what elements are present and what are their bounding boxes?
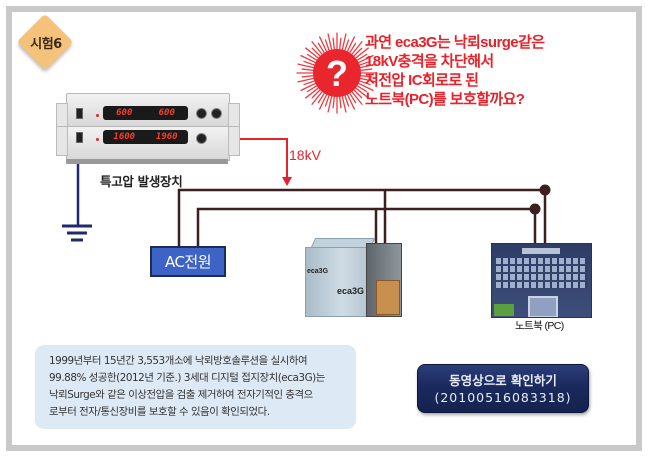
touchpad <box>528 296 558 317</box>
notebook-pc-image <box>491 243 592 318</box>
generator-label: 특고압 발생장치 <box>100 174 183 189</box>
watch-video-label: 동영상으로 확인하기 <box>449 372 557 388</box>
ground-symbol-icon <box>62 224 92 242</box>
rack-ear <box>56 103 68 127</box>
question-line: 과연 eca3G는 낙뢰surge같은 <box>365 34 545 51</box>
indicator-led <box>96 138 99 141</box>
wire-line-inner <box>196 207 537 247</box>
question-line: 18kV충격을 차단해서 <box>365 53 494 70</box>
keyboard-row <box>496 266 587 272</box>
generator-base <box>66 159 228 164</box>
eca-device-body <box>305 247 367 317</box>
upper-display: 600 600 <box>103 106 188 120</box>
eca-logo-side: eca3G <box>307 268 329 275</box>
lower-display: 1600 1960 <box>103 130 188 144</box>
knob <box>211 108 222 119</box>
notebook-label: 노트북 (PC) <box>515 320 564 332</box>
question-burst-icon: ? <box>296 32 378 114</box>
surge-voltage-label: 18kV <box>289 147 321 163</box>
question-line: 저전압 IC회로로 된 <box>365 72 479 89</box>
info-line: 99.88% 성공한(2012년 기준.) 3세대 디지털 접지장치(eca3G… <box>49 372 325 384</box>
knob <box>196 133 207 144</box>
keyboard-row <box>496 274 587 280</box>
indicator-led <box>96 114 99 117</box>
keyboard-row <box>496 282 587 288</box>
video-code: (20100516083318) <box>434 389 572 405</box>
keyboard-row <box>496 258 587 264</box>
surge-arrow-icon <box>282 177 292 186</box>
info-line: 낙뢰Surge와 같은 이상전압을 검출 제거하여 전자기적인 충격으 <box>49 389 313 401</box>
info-box: 1999년부터 15년간 3,553개소에 낙뢰방호솔루션을 실시하여 99.8… <box>35 345 356 429</box>
ac-power-box: AC전원 <box>150 246 226 277</box>
power-switch <box>76 108 83 119</box>
info-line: 1999년부터 15년간 3,553개소에 낙뢰방호솔루션을 실시하여 <box>49 355 308 367</box>
knob <box>196 108 207 119</box>
rack-ear <box>56 126 68 156</box>
eca-logo: eca3G <box>337 286 365 296</box>
watch-video-button[interactable]: 동영상으로 확인하기 (20100516083318) <box>417 364 589 413</box>
question-text: 과연 eca3G는 낙뢰surge같은 18kV충격을 차단해서 저전압 IC회… <box>365 33 545 109</box>
power-switch <box>76 132 83 143</box>
info-line: 로부터 전자/통신장비를 보호할 수 있음이 확인되었다. <box>49 406 270 418</box>
eca-device-terminal-panel <box>376 280 400 315</box>
test-badge-label: 시험6 <box>30 37 62 52</box>
rack-ear <box>228 103 240 127</box>
wire-line-outer <box>177 188 547 247</box>
junction-dot <box>529 203 541 215</box>
junction-dot <box>539 184 551 196</box>
laptop-sticker <box>494 304 514 316</box>
rack-ear <box>228 126 240 156</box>
laptop-status-bar <box>522 248 560 254</box>
question-line: 노트북(PC)를 보호할까요? <box>365 91 525 108</box>
svg-text:?: ? <box>326 53 348 94</box>
